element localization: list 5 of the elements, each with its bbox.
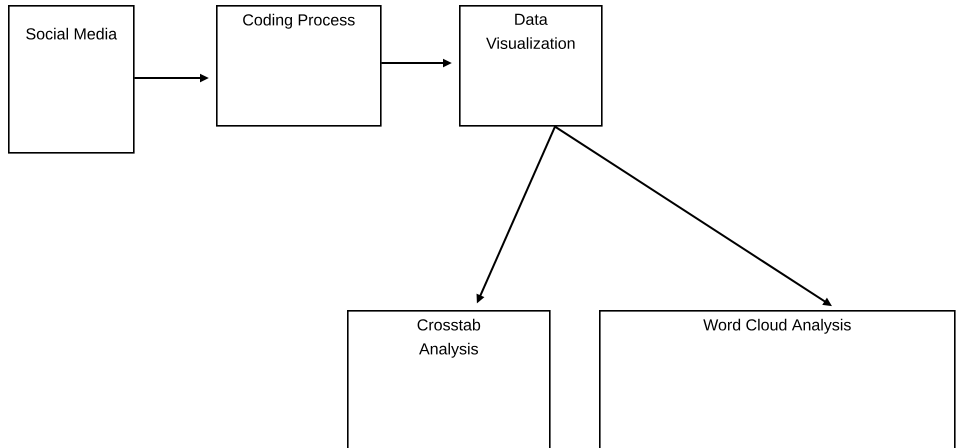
process-box: Social Media bbox=[8, 5, 135, 154]
process-box: Word Cloud Analysis bbox=[599, 310, 956, 448]
process-box: Crosstab Analysis bbox=[347, 310, 551, 448]
process-box: Coding Process bbox=[216, 5, 382, 127]
process-box: Data Visualization bbox=[459, 5, 603, 127]
